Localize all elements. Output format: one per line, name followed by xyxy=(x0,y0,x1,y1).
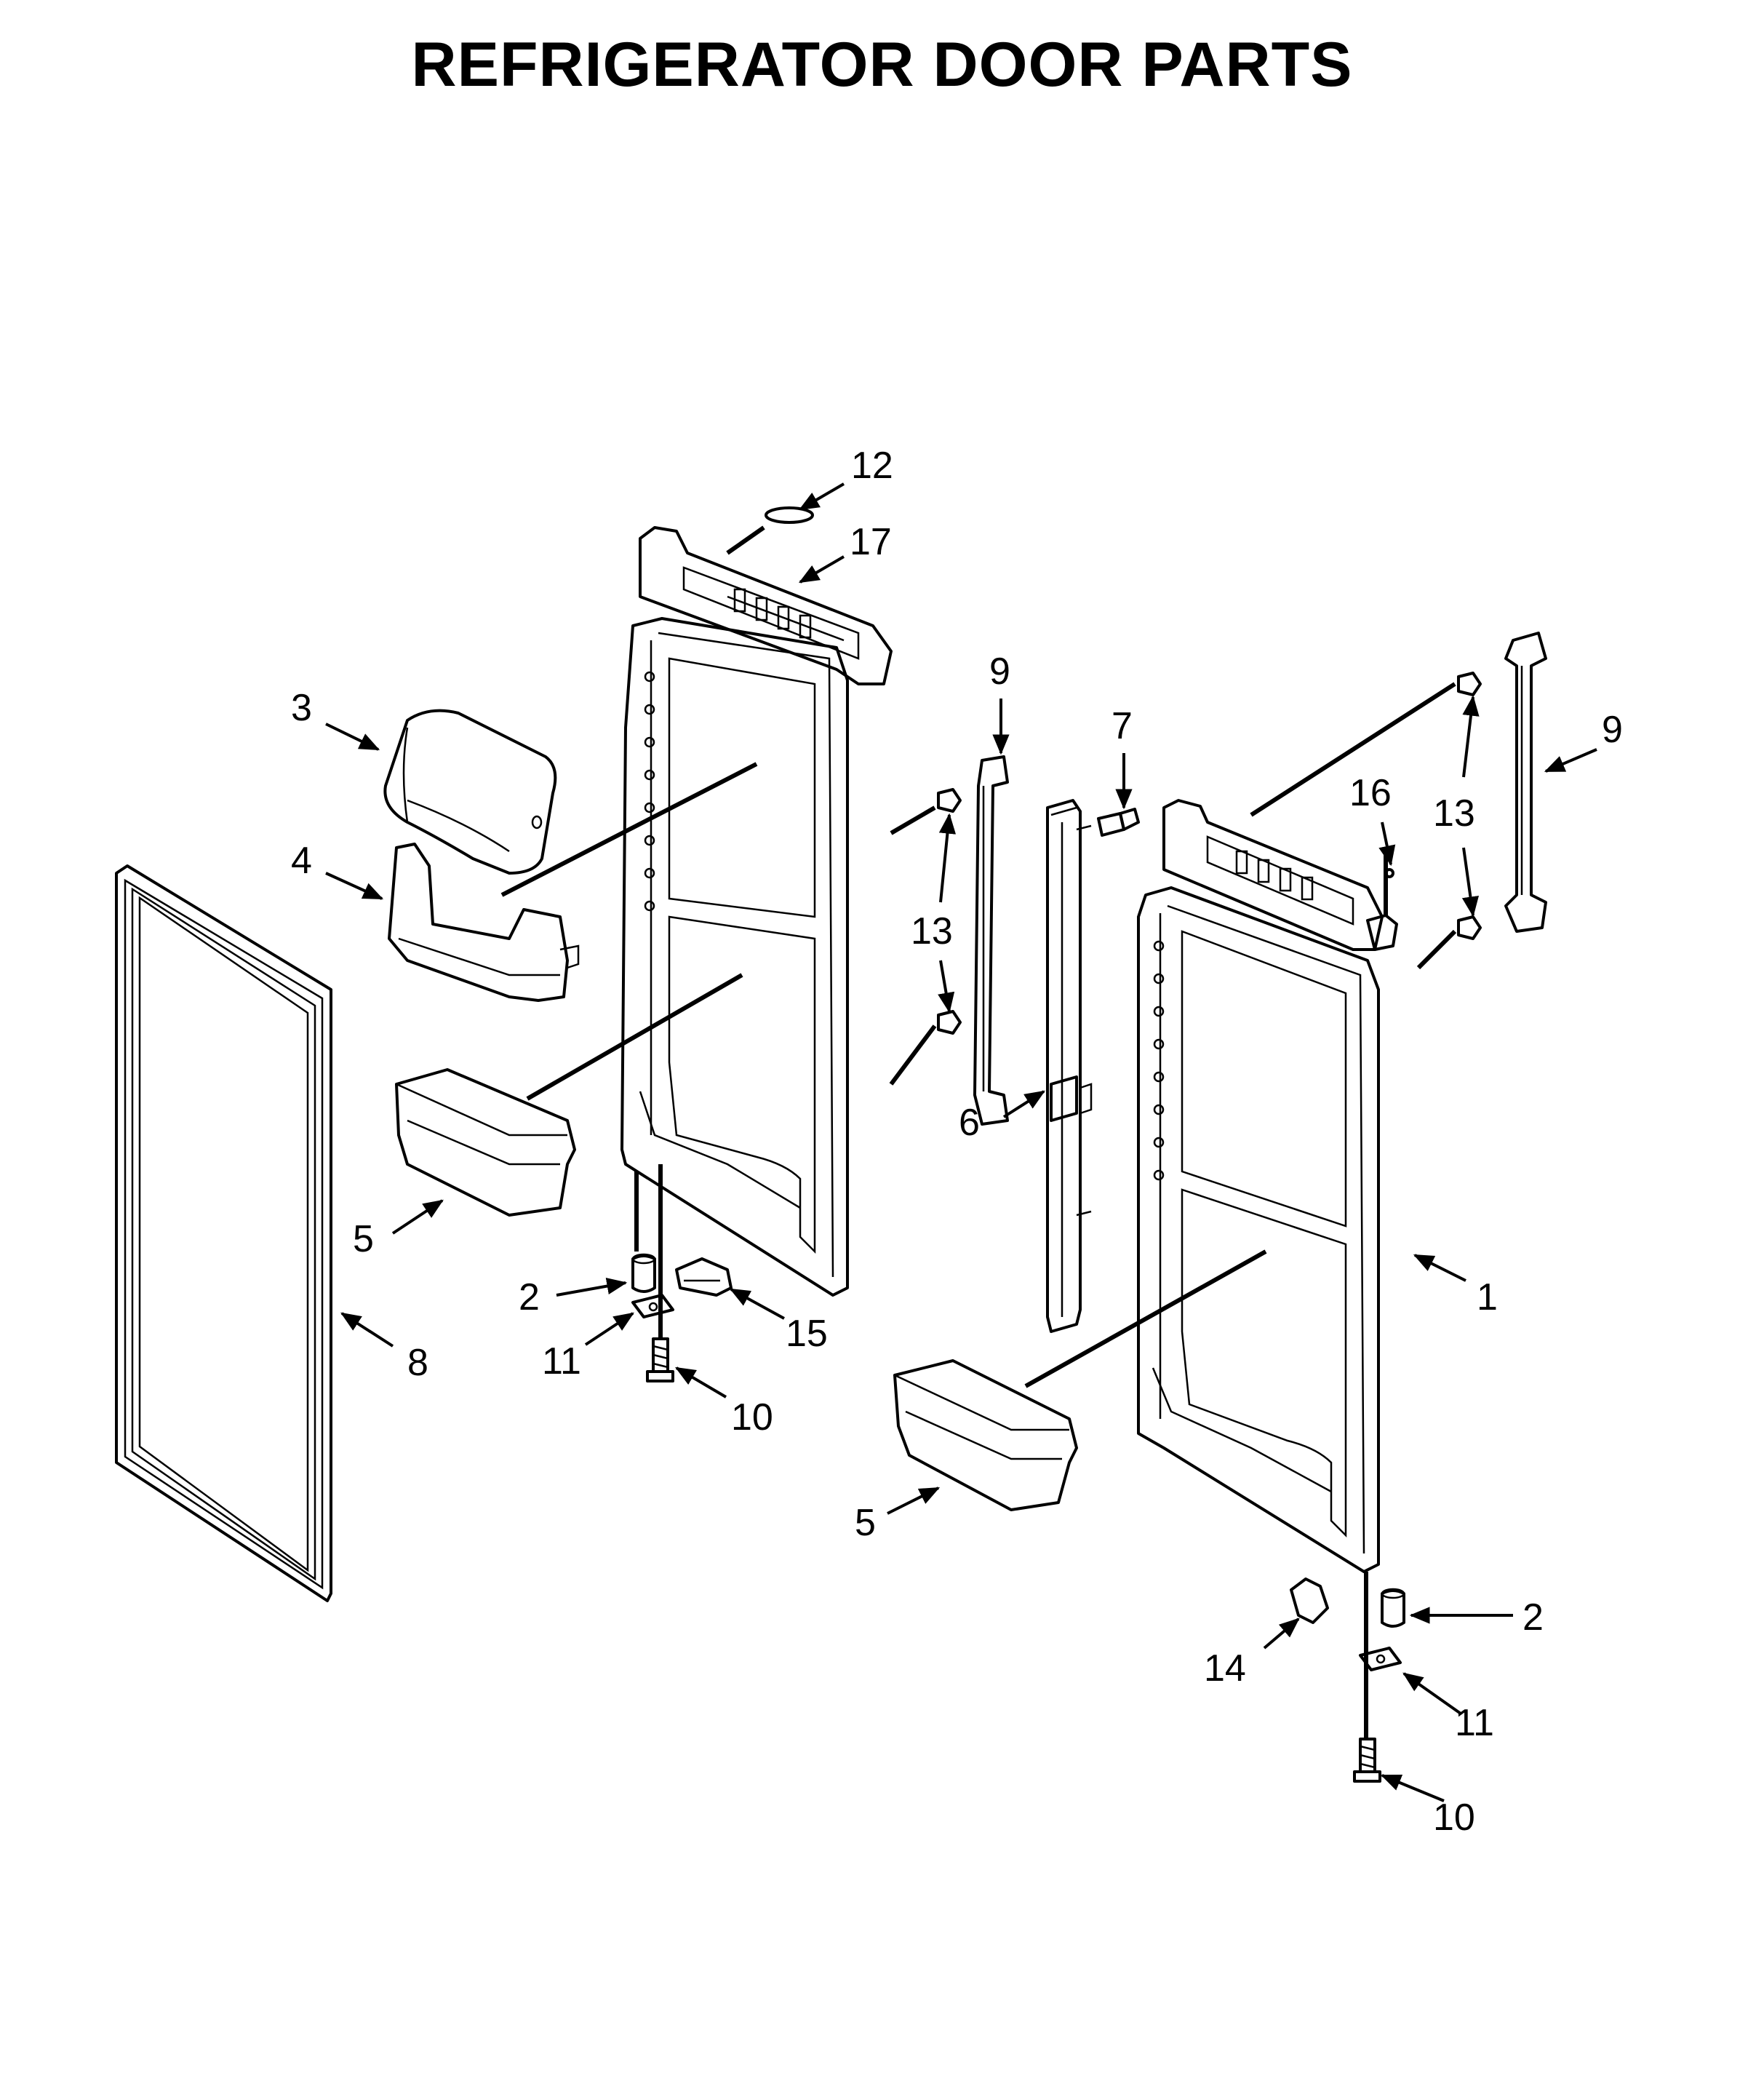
right-hinge-block xyxy=(1366,914,1398,951)
callout-17: 17 xyxy=(850,521,892,563)
diagram-title: REFRIGERATOR DOOR PARTS xyxy=(411,30,1353,100)
right-door xyxy=(1137,886,1380,1573)
callout-13-right: 13 xyxy=(1433,792,1475,835)
right-handle xyxy=(1504,632,1547,933)
left-mount-stud-upper xyxy=(937,788,962,813)
callout-2-left: 2 xyxy=(519,1276,540,1318)
callout-11-right: 11 xyxy=(1455,1702,1494,1744)
callout-7: 7 xyxy=(1112,705,1133,747)
leader-arrows xyxy=(325,482,1597,1802)
callout-15: 15 xyxy=(786,1313,828,1355)
callout-4: 4 xyxy=(291,840,312,882)
mullion-screw xyxy=(1097,808,1140,837)
left-hinge-screw xyxy=(646,1337,674,1382)
bin-right xyxy=(893,1359,1078,1511)
left-hinge-pin xyxy=(631,1253,656,1293)
callout-5-right: 5 xyxy=(855,1502,876,1544)
callout-3: 3 xyxy=(291,687,312,729)
left-door xyxy=(620,617,849,1297)
callout-12: 12 xyxy=(851,445,893,487)
callout-6: 6 xyxy=(959,1102,980,1144)
hinge-ring xyxy=(765,506,814,524)
left-door-cap xyxy=(639,526,893,685)
left-mount-stud-lower xyxy=(937,1010,962,1035)
callout-10-right: 10 xyxy=(1433,1796,1475,1839)
right-hinge-pin xyxy=(1381,1588,1405,1628)
bin-cover xyxy=(383,709,557,875)
callout-10-left: 10 xyxy=(731,1396,773,1439)
callout-9-right: 9 xyxy=(1602,709,1623,751)
right-hinge-screw xyxy=(1353,1738,1381,1783)
callout-16: 16 xyxy=(1349,772,1392,814)
callout-2-right: 2 xyxy=(1522,1596,1544,1639)
left-door-stop xyxy=(675,1257,733,1297)
callout-8: 8 xyxy=(407,1342,428,1384)
callout-1: 1 xyxy=(1477,1276,1498,1318)
right-mount-stud-lower xyxy=(1457,915,1482,940)
callout-labels: 12 17 9 7 3 4 13 6 5 2 11 15 10 8 16 13 … xyxy=(291,445,1623,1839)
callout-11-left: 11 xyxy=(542,1340,581,1382)
center-mullion xyxy=(1046,799,1093,1333)
left-hinge-shim xyxy=(631,1294,674,1318)
callout-14: 14 xyxy=(1204,1647,1246,1690)
right-door-cap xyxy=(1162,799,1384,951)
bin-upper xyxy=(388,843,580,1002)
right-door-stop xyxy=(1290,1577,1329,1624)
callout-13-left: 13 xyxy=(911,910,953,952)
door-gasket xyxy=(115,864,332,1602)
right-mount-stud-upper xyxy=(1457,672,1482,696)
bin-left xyxy=(395,1068,576,1217)
callout-5-left: 5 xyxy=(353,1218,374,1260)
left-handle xyxy=(973,755,1009,1126)
callout-9-left: 9 xyxy=(989,650,1010,693)
